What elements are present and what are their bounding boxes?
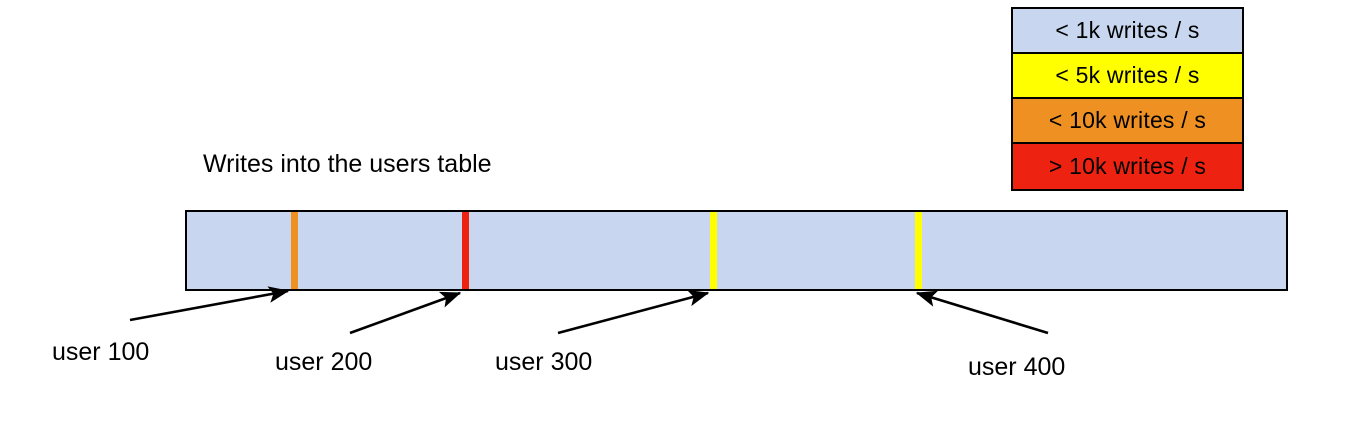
legend-label-under-1k: < 1k writes / s [1055,17,1200,43]
legend-row-under-10k: < 10k writes / s [1013,99,1242,144]
arrow-user-100 [129,286,290,322]
legend-row-over-10k: > 10k writes / s [1013,144,1242,189]
marker-user-200 [462,212,469,289]
legend-label-under-10k: < 10k writes / s [1048,107,1207,133]
marker-user-400 [915,212,922,289]
arrow-user-400 [915,290,1049,335]
marker-user-100 [291,212,298,289]
callout-label-user-300: user 300 [495,348,593,376]
legend-row-under-1k: < 1k writes / s [1013,9,1242,54]
arrow-user-200 [349,291,462,335]
marker-user-300 [710,212,717,289]
callout-label-user-200: user 200 [275,348,373,376]
legend-label-under-5k: < 5k writes / s [1055,62,1200,88]
arrow-user-300 [557,289,710,335]
callout-label-user-400: user 400 [968,353,1066,381]
legend-row-under-5k: < 5k writes / s [1013,54,1242,99]
users-table-bar [185,210,1288,291]
callout-label-user-100: user 100 [52,338,150,366]
legend-label-over-10k: > 10k writes / s [1048,153,1207,179]
diagram-title: Writes into the users table [203,150,492,178]
writes-rate-legend: < 1k writes / s < 5k writes / s < 10k wr… [1011,7,1244,191]
